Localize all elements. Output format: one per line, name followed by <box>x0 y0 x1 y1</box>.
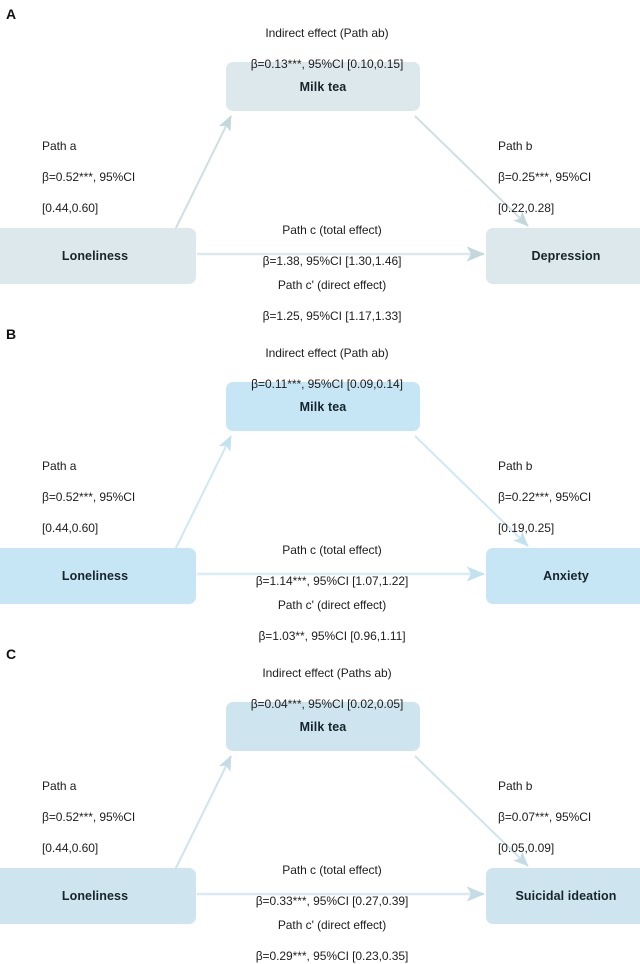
arrow-path-b <box>414 435 529 547</box>
label-path-b: Path b β=0.25***, 95%CI [0.22,0.28] <box>498 123 640 216</box>
label-path-c-prime: Path c' (direct effect) β=0.29***, 95%CI… <box>196 902 468 964</box>
node-outcome-depression[interactable]: Depression <box>486 228 640 284</box>
node-predictor-label: Loneliness <box>61 569 129 583</box>
path-c-prime-title: Path c' (direct effect) <box>277 917 387 932</box>
path-a-value: β=0.52***, 95%CI <box>42 809 136 824</box>
path-b-title: Path b <box>498 138 533 153</box>
label-path-a: Path a β=0.52***, 95%CI [0.44,0.60] <box>42 443 217 536</box>
path-b-title: Path b <box>498 458 533 473</box>
path-c-title: Path c (total effect) <box>282 222 382 237</box>
path-c-value: β=1.38, 95%CI [1.30,1.46] <box>262 253 402 268</box>
label-indirect-effect: Indirect effect (Path ab) β=0.11***, 95%… <box>184 330 470 392</box>
panel-c: C Milk tea Loneliness Suicidal ideation … <box>0 640 640 963</box>
path-a-ci: [0.44,0.60] <box>42 200 99 215</box>
node-mediator-label: Milk tea <box>299 399 347 414</box>
label-indirect-effect: Indirect effect (Paths ab) β=0.04***, 95… <box>184 650 470 712</box>
node-predictor-loneliness[interactable]: Loneliness <box>0 548 196 604</box>
path-c-prime-title: Path c' (direct effect) <box>277 597 387 612</box>
node-predictor-label: Loneliness <box>61 889 129 903</box>
panel-label-b: B <box>6 326 17 342</box>
node-predictor-loneliness[interactable]: Loneliness <box>0 868 196 924</box>
label-path-b: Path b β=0.07***, 95%CI [0.05,0.09] <box>498 763 640 856</box>
indirect-effect-value: β=0.11***, 95%CI [0.09,0.14] <box>251 376 403 391</box>
panel-label-c: C <box>6 646 17 662</box>
node-outcome-label: Anxiety <box>543 569 589 583</box>
panel-a: A Milk tea Loneliness Depression Indirec… <box>0 0 640 323</box>
arrow-path-a <box>171 755 232 877</box>
node-mediator-milk-tea[interactable]: Milk tea <box>226 382 420 431</box>
label-indirect-effect: Indirect effect (Path ab) β=0.13***, 95%… <box>184 10 470 72</box>
path-c-prime-value: β=1.03**, 95%CI [0.96,1.11] <box>258 628 406 643</box>
arrow-path-b <box>414 755 529 867</box>
indirect-effect-value: β=0.04***, 95%CI [0.02,0.05] <box>250 696 404 711</box>
arrow-path-b <box>414 115 529 227</box>
label-path-c-prime: Path c' (direct effect) β=1.25, 95%CI [1… <box>196 262 468 324</box>
path-c-prime-value: β=1.25, 95%CI [1.17,1.33] <box>262 308 402 323</box>
path-c-title: Path c (total effect) <box>282 862 382 877</box>
indirect-effect-value: β=0.13***, 95%CI [0.10,0.15] <box>250 56 404 71</box>
path-c-value: β=1.14***, 95%CI [1.07,1.22] <box>255 573 409 588</box>
path-arrows-c <box>171 755 529 902</box>
indirect-effect-title: Indirect effect (Paths ab) <box>262 665 392 680</box>
indirect-effect-title: Indirect effect (Path ab) <box>265 25 389 40</box>
path-b-ci: [0.19,0.25] <box>498 520 555 535</box>
path-b-value: β=0.25***, 95%CI <box>498 169 592 184</box>
label-path-c-prime: Path c' (direct effect) β=1.03**, 95%CI … <box>196 582 468 644</box>
label-path-b: Path b β=0.22***, 95%CI [0.19,0.25] <box>498 443 640 536</box>
arrow-path-a <box>171 115 232 237</box>
path-arrows-b <box>171 435 529 582</box>
node-outcome-anxiety[interactable]: Anxiety <box>486 548 640 604</box>
path-c-title: Path c (total effect) <box>282 542 382 557</box>
path-b-title: Path b <box>498 778 533 793</box>
label-path-a: Path a β=0.52***, 95%CI [0.44,0.60] <box>42 123 217 216</box>
path-a-value: β=0.52***, 95%CI <box>42 169 136 184</box>
path-arrows-a <box>171 115 529 262</box>
label-path-a: Path a β=0.52***, 95%CI [0.44,0.60] <box>42 763 217 856</box>
path-c-value: β=0.33***, 95%CI [0.27,0.39] <box>255 893 409 908</box>
node-predictor-label: Loneliness <box>61 249 129 263</box>
label-path-c: Path c (total effect) β=1.38, 95%CI [1.3… <box>196 207 468 269</box>
path-b-value: β=0.22***, 95%CI <box>498 489 592 504</box>
node-mediator-milk-tea[interactable]: Milk tea <box>226 62 420 111</box>
panel-label-a: A <box>6 6 17 22</box>
path-a-ci: [0.44,0.60] <box>42 840 99 855</box>
arrow-path-a <box>171 435 232 557</box>
indirect-effect-title: Indirect effect (Path ab) <box>265 345 389 360</box>
path-a-value: β=0.52***, 95%CI <box>42 489 136 504</box>
node-mediator-label: Milk tea <box>299 79 347 94</box>
node-mediator-label: Milk tea <box>299 719 347 734</box>
path-b-value: β=0.07***, 95%CI <box>498 809 592 824</box>
label-path-c: Path c (total effect) β=1.14***, 95%CI [… <box>196 527 468 589</box>
node-outcome-suicidal-ideation[interactable]: Suicidal ideation <box>486 868 640 924</box>
node-predictor-loneliness[interactable]: Loneliness <box>0 228 196 284</box>
path-b-ci: [0.05,0.09] <box>498 840 555 855</box>
path-a-title: Path a <box>42 458 77 473</box>
path-a-title: Path a <box>42 778 77 793</box>
path-a-title: Path a <box>42 138 77 153</box>
path-b-ci: [0.22,0.28] <box>498 200 555 215</box>
node-mediator-milk-tea[interactable]: Milk tea <box>226 702 420 751</box>
label-path-c: Path c (total effect) β=0.33***, 95%CI [… <box>196 847 468 909</box>
node-outcome-label: Depression <box>531 249 601 263</box>
panel-b: B Milk tea Loneliness Anxiety Indirect e… <box>0 320 640 643</box>
node-outcome-label: Suicidal ideation <box>515 889 617 903</box>
path-a-ci: [0.44,0.60] <box>42 520 99 535</box>
path-c-prime-title: Path c' (direct effect) <box>277 277 387 292</box>
path-c-prime-value: β=0.29***, 95%CI [0.23,0.35] <box>255 948 409 963</box>
